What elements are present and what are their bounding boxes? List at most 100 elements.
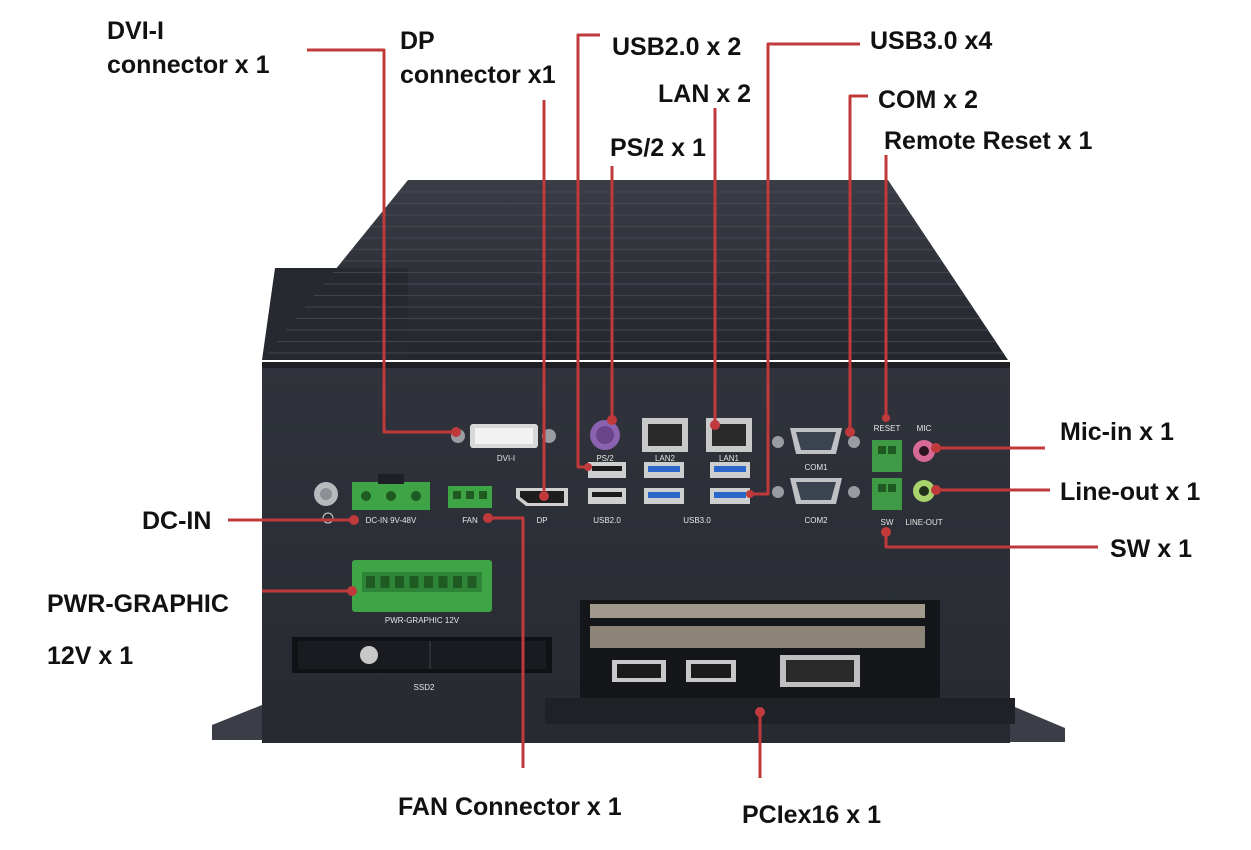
pwr-graphic-pin [438, 576, 448, 588]
leader-lines [228, 33, 1098, 778]
com2-panel-label: COM2 [804, 516, 828, 525]
lan1-panel-label: LAN1 [719, 454, 740, 463]
label-dp-line1: DP [400, 27, 435, 55]
ssd-panel-label: SSD2 [414, 683, 435, 692]
dvi-panel-label: DVI-I [497, 454, 515, 463]
label-lan: LAN x 2 [658, 77, 751, 111]
dot-com [845, 427, 855, 437]
dot-usb3 [746, 490, 754, 498]
label-sw-line1: SW x 1 [1110, 535, 1192, 563]
label-line-out: Line-out x 1 [1060, 475, 1200, 509]
label-sw: SW x 1 [1110, 532, 1192, 566]
pwr-graphic-pin [395, 576, 404, 588]
dot-pwr-graphic [347, 586, 357, 596]
dot-remote-reset [882, 414, 890, 422]
com1-port: COM1 [772, 428, 860, 472]
pwr-graphic-panel-label: PWR-GRAPHIC 12V [385, 616, 460, 625]
leader-com [848, 94, 868, 432]
dot-usb2 [584, 463, 592, 471]
label-usb2: USB2.0 x 2 [612, 30, 741, 64]
pwr-graphic-pin [366, 576, 375, 588]
label-line-out-line1: Line-out x 1 [1060, 478, 1201, 506]
label-dc-in: DC-IN [142, 504, 211, 538]
pwr-graphic-pin [409, 576, 419, 588]
com1-panel-label: COM1 [804, 463, 828, 472]
label-usb3-line1: USB3.0 x4 [870, 27, 993, 55]
ps2-panel-label: PS/2 [596, 454, 614, 463]
label-dp-line2: connector x1 [400, 61, 556, 89]
label-dvi-i-line2: connector x 1 [107, 51, 270, 79]
label-usb3: USB3.0 x4 [870, 24, 992, 58]
leader-usb3 [750, 42, 860, 496]
label-usb2-line1: USB2.0 x 2 [612, 33, 742, 61]
dot-ps2 [607, 415, 617, 425]
reset-panel-label: RESET [874, 424, 901, 433]
label-dvi-i: DVI-I connector x 1 [107, 14, 270, 82]
dot-dc-in [349, 515, 359, 525]
label-com: COM x 2 [878, 83, 978, 117]
reset-sw-terminals: RESET SW [872, 424, 902, 527]
fan-connector: FAN [448, 486, 492, 525]
dot-fan [483, 513, 493, 523]
pwr-graphic-pin [453, 576, 462, 588]
line-out-jack: LINE-OUT [905, 480, 943, 527]
leader-dots [347, 414, 941, 717]
label-remote-reset-line1: Remote Reset x 1 [884, 127, 1093, 155]
mounting-bracket-left [212, 640, 268, 740]
usb3-panel-label: USB3.0 [683, 516, 711, 525]
lineout-panel-label: LINE-OUT [905, 518, 942, 527]
com2-port: COM2 [772, 478, 860, 525]
dot-line-out [931, 485, 941, 495]
label-remote-reset: Remote Reset x 1 [884, 124, 1092, 158]
leader-usb2 [576, 33, 600, 469]
label-ps2: PS/2 x 1 [610, 131, 706, 165]
ssd-tray: SSD2 [292, 637, 552, 692]
dcin-panel-label: DC-IN 9V-48V [366, 516, 417, 525]
label-dvi-i-line1: DVI-I [107, 17, 164, 45]
mounting-bracket-right [1004, 640, 1065, 742]
label-pwr-graphic-line2: 12V x 1 [47, 642, 134, 670]
label-dc-in-line1: DC-IN [142, 507, 212, 535]
pwr-graphic-connector: PWR-GRAPHIC 12V [352, 560, 492, 625]
dot-pcie [755, 707, 765, 717]
label-pcie-line1: PCIex16 x 1 [742, 801, 881, 829]
ps2-port: PS/2 [590, 420, 620, 463]
usb2-ports: USB2.0 [588, 462, 626, 525]
lan2-port: LAN2 [642, 418, 688, 463]
sw-panel-label: SW [881, 518, 894, 527]
label-pwr-graphic: PWR-GRAPHIC 12V x 1 [47, 578, 229, 682]
usb3-ports: USB3.0 [644, 462, 750, 525]
label-mic-in-line1: Mic-in x 1 [1060, 418, 1174, 446]
label-ps2-line1: PS/2 x 1 [610, 134, 706, 162]
label-pcie: PCIex16 x 1 [742, 798, 881, 832]
dot-lan [710, 420, 720, 430]
heatsink-fins [262, 180, 1008, 360]
label-fan: FAN Connector x 1 [398, 790, 622, 824]
leader-dvi-i [307, 48, 456, 434]
label-dp: DP connector x1 [400, 24, 556, 92]
mic-jack: MIC [913, 424, 935, 462]
usb2-panel-label: USB2.0 [593, 516, 621, 525]
pwr-graphic-pin [467, 576, 477, 588]
fan-panel-label: FAN [462, 516, 478, 525]
dot-dp [539, 491, 549, 501]
lan2-panel-label: LAN2 [655, 454, 676, 463]
label-mic-in: Mic-in x 1 [1060, 415, 1174, 449]
label-lan-line1: LAN x 2 [658, 80, 752, 108]
mic-panel-label: MIC [917, 424, 932, 433]
pcie-card [545, 600, 1015, 724]
pwr-graphic-pin [424, 576, 433, 588]
dp-panel-label: DP [536, 516, 547, 525]
ground-screw [314, 482, 338, 524]
label-fan-line1: FAN Connector x 1 [398, 793, 622, 821]
dot-sw [881, 527, 891, 537]
leader-fan [488, 516, 525, 768]
label-pwr-graphic-line1: PWR-GRAPHIC [47, 590, 229, 618]
dot-mic-in [931, 443, 941, 453]
dc-in-terminal: DC-IN 9V-48V [352, 474, 430, 525]
label-com-line1: COM x 2 [878, 86, 979, 114]
dot-dvi-i [451, 427, 461, 437]
pwr-graphic-pin [380, 576, 390, 588]
